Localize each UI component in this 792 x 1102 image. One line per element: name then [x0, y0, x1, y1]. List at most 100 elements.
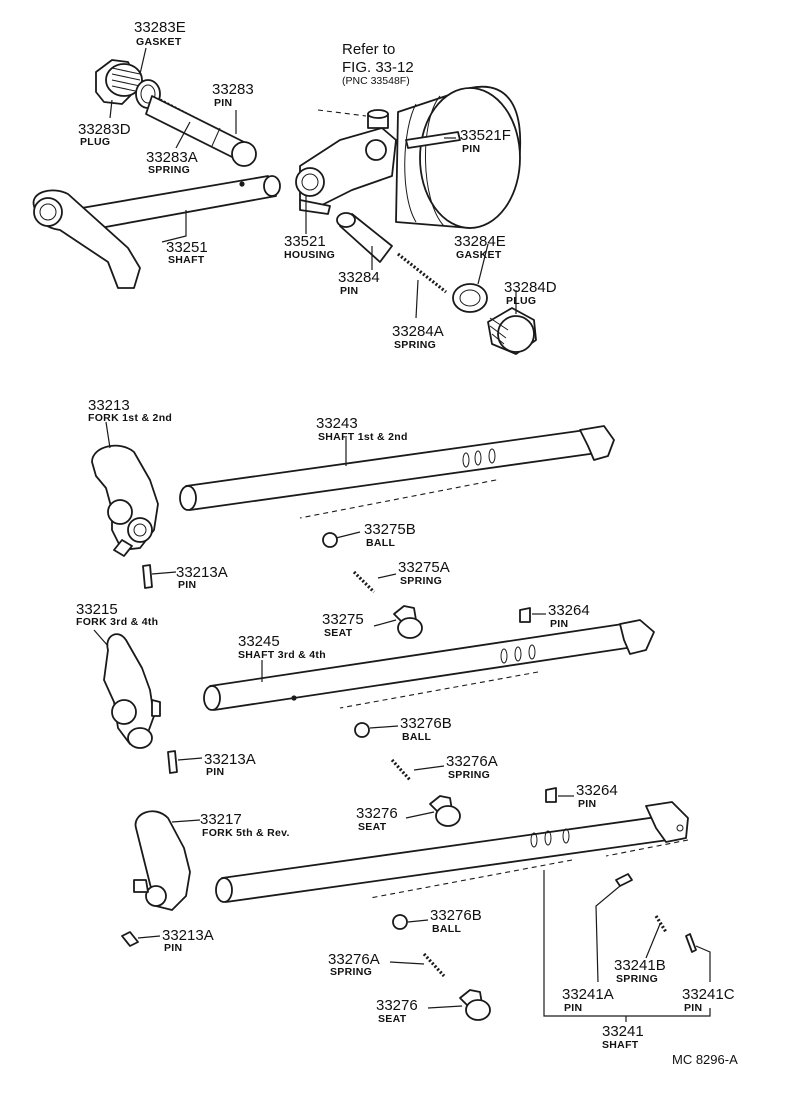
callout-33276b-2: 33276B BALL — [430, 907, 482, 935]
svg-text:33276: 33276 — [376, 997, 418, 1014]
callout-33241c: 33241C PIN — [682, 986, 735, 1014]
plug-33283d-drawing — [95, 59, 143, 105]
callout-33276a-2: 33276A SPRING — [328, 951, 380, 978]
svg-text:PIN: PIN — [578, 798, 596, 810]
callout-33283e: 33283E GASKET — [134, 19, 186, 48]
callout-33213: 33213 FORK 1st & 2nd — [88, 397, 172, 424]
svg-text:33283E: 33283E — [134, 19, 186, 36]
gasket-33284e-drawing — [452, 283, 488, 313]
callout-33264-2: 33264 PIN — [576, 782, 618, 810]
svg-text:SEAT: SEAT — [378, 1013, 407, 1025]
callout-33283d: 33283D PLUG — [78, 121, 131, 148]
svg-text:33276A: 33276A — [328, 951, 380, 968]
callout-33283: 33283 PIN — [212, 81, 254, 109]
pin-33283-drawing — [145, 95, 257, 167]
callout-33264-1: 33264 PIN — [548, 602, 590, 630]
svg-text:33283D: 33283D — [78, 121, 131, 138]
svg-text:SPRING: SPRING — [448, 769, 490, 781]
svg-text:33264: 33264 — [576, 782, 618, 799]
callout-33276-2: 33276 SEAT — [376, 997, 418, 1025]
svg-text:SHAFT 3rd & 4th: SHAFT 3rd & 4th — [238, 649, 326, 661]
callout-33213a-3: 33213A PIN — [162, 927, 214, 954]
pin-33264-2-drawing — [545, 787, 557, 803]
pin-33213a-1-drawing — [142, 564, 153, 589]
seat-33276-1-drawing — [429, 795, 461, 827]
svg-text:SPRING: SPRING — [400, 575, 442, 587]
callout-33276a-1: 33276A SPRING — [446, 753, 498, 781]
callout-33241b: 33241B SPRING — [614, 957, 666, 985]
svg-text:33276: 33276 — [356, 805, 398, 822]
svg-text:33284E: 33284E — [454, 233, 506, 250]
callout-33284: 33284 PIN — [338, 269, 380, 297]
pin-33213a-3-drawing — [121, 931, 139, 947]
ball-33275b-drawing — [322, 532, 338, 548]
fork-33217-drawing — [133, 810, 191, 911]
svg-text:33213A: 33213A — [204, 751, 256, 768]
shaft-33245-drawing — [203, 619, 655, 711]
svg-text:BALL: BALL — [366, 537, 395, 549]
svg-text:33284A: 33284A — [392, 323, 444, 340]
svg-text:BALL: BALL — [432, 923, 461, 935]
svg-text:33521: 33521 — [284, 233, 326, 250]
svg-text:GASKET: GASKET — [136, 36, 182, 48]
seat-33275-drawing — [393, 605, 423, 639]
svg-text:33283: 33283 — [212, 81, 254, 98]
callout-33241: 33241 SHAFT — [602, 1023, 644, 1051]
svg-text:33215: 33215 — [76, 601, 118, 618]
svg-text:PIN: PIN — [684, 1002, 702, 1014]
svg-text:33275: 33275 — [322, 611, 364, 628]
svg-text:PIN: PIN — [564, 1002, 582, 1014]
svg-text:33241A: 33241A — [562, 986, 614, 1003]
pin-33241a-drawing — [615, 873, 633, 887]
svg-text:SHAFT: SHAFT — [168, 254, 205, 266]
callout-33251: 33251 SHAFT — [166, 239, 208, 266]
spring-33275a-drawing — [352, 570, 376, 594]
svg-text:PIN: PIN — [178, 579, 196, 591]
ball-33276b-2-drawing — [392, 914, 408, 930]
callout-33245: 33245 SHAFT 3rd & 4th — [238, 633, 326, 661]
reference-dash — [317, 109, 367, 117]
reference-line1: Refer to — [342, 41, 395, 58]
spring-33276a-1-drawing — [390, 758, 412, 782]
ball-33276b-1-drawing — [354, 722, 370, 738]
callout-33276b-1: 33276B BALL — [400, 715, 452, 743]
svg-text:SEAT: SEAT — [324, 627, 353, 639]
svg-text:PIN: PIN — [340, 285, 358, 297]
svg-text:FORK 3rd & 4th: FORK 3rd & 4th — [76, 616, 158, 628]
svg-text:SHAFT 1st & 2nd: SHAFT 1st & 2nd — [318, 431, 408, 443]
callout-33213a-2: 33213A PIN — [204, 751, 256, 778]
svg-text:PIN: PIN — [164, 942, 182, 954]
svg-text:PIN: PIN — [550, 618, 568, 630]
svg-text:33521F: 33521F — [460, 127, 511, 144]
callout-33283a: 33283A SPRING — [146, 149, 198, 176]
svg-text:33276B: 33276B — [400, 715, 452, 732]
svg-text:33251: 33251 — [166, 239, 208, 256]
svg-text:33213A: 33213A — [162, 927, 214, 944]
callout-33243: 33243 SHAFT 1st & 2nd — [316, 415, 408, 443]
svg-text:33213A: 33213A — [176, 564, 228, 581]
callout-33284d: 33284D PLUG — [504, 279, 557, 307]
callout-33276-1: 33276 SEAT — [356, 805, 398, 833]
spring-33241b-drawing — [654, 915, 668, 933]
spring-33284a-drawing — [397, 252, 447, 294]
callout-33215: 33215 FORK 3rd & 4th — [76, 601, 158, 628]
shaft-33243-drawing — [179, 425, 615, 511]
svg-text:33245: 33245 — [238, 633, 280, 650]
callout-33213a-1: 33213A PIN — [176, 564, 228, 591]
drawing-code: MC 8296-A — [672, 1052, 738, 1067]
callout-33275a: 33275A SPRING — [398, 559, 450, 587]
spring-33276a-2-drawing — [422, 952, 446, 978]
pin-33284-drawing — [336, 212, 393, 263]
callout-33521: 33521 HOUSING — [284, 233, 335, 261]
svg-text:33275B: 33275B — [364, 521, 416, 538]
fork-33215-drawing — [103, 633, 161, 749]
svg-text:33275A: 33275A — [398, 559, 450, 576]
svg-text:PLUG: PLUG — [506, 295, 536, 307]
svg-text:33284: 33284 — [338, 269, 380, 286]
svg-text:PIN: PIN — [214, 97, 232, 109]
svg-text:33283A: 33283A — [146, 149, 198, 166]
callout-33241a: 33241A PIN — [562, 986, 614, 1014]
seat-33276-2-drawing — [459, 989, 491, 1021]
svg-text:GASKET: GASKET — [456, 249, 502, 261]
